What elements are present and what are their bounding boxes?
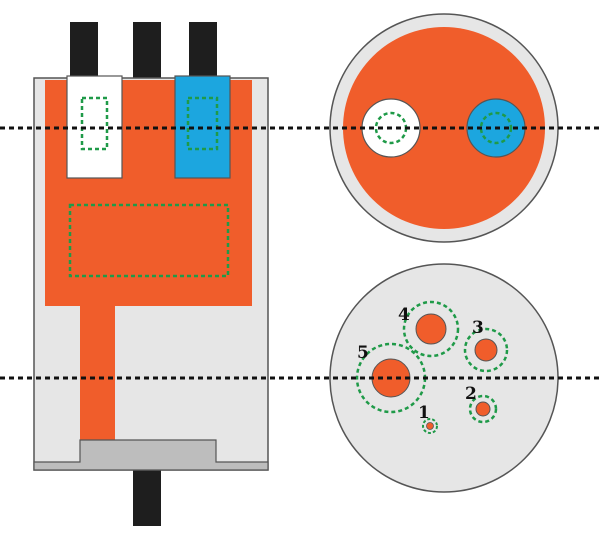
roi-top-blue <box>479 111 513 145</box>
roi-white-insert <box>80 96 109 151</box>
spot-2 <box>475 401 491 417</box>
roi-spot-3 <box>463 327 509 373</box>
base-plate <box>33 439 269 471</box>
roi-copper-block <box>68 203 230 278</box>
roi-blue-insert <box>186 96 219 151</box>
label-spot-3: 3 <box>472 318 484 338</box>
top-pin-left <box>70 22 98 80</box>
top-pin-right <box>189 22 217 80</box>
bottom-pin <box>133 460 161 526</box>
label-spot-5: 5 <box>357 343 369 363</box>
label-spot-1: 1 <box>418 403 430 423</box>
top-pin-middle <box>133 22 161 80</box>
roi-spot-1 <box>422 418 438 434</box>
side-section-view <box>33 22 269 526</box>
spot-1 <box>426 422 434 430</box>
roi-spot-2 <box>468 394 498 424</box>
label-spot-4: 4 <box>398 305 410 325</box>
spot-4 <box>415 313 447 345</box>
label-spot-2: 2 <box>465 384 477 404</box>
roi-spot-4 <box>402 300 460 358</box>
spot-3 <box>474 338 498 362</box>
